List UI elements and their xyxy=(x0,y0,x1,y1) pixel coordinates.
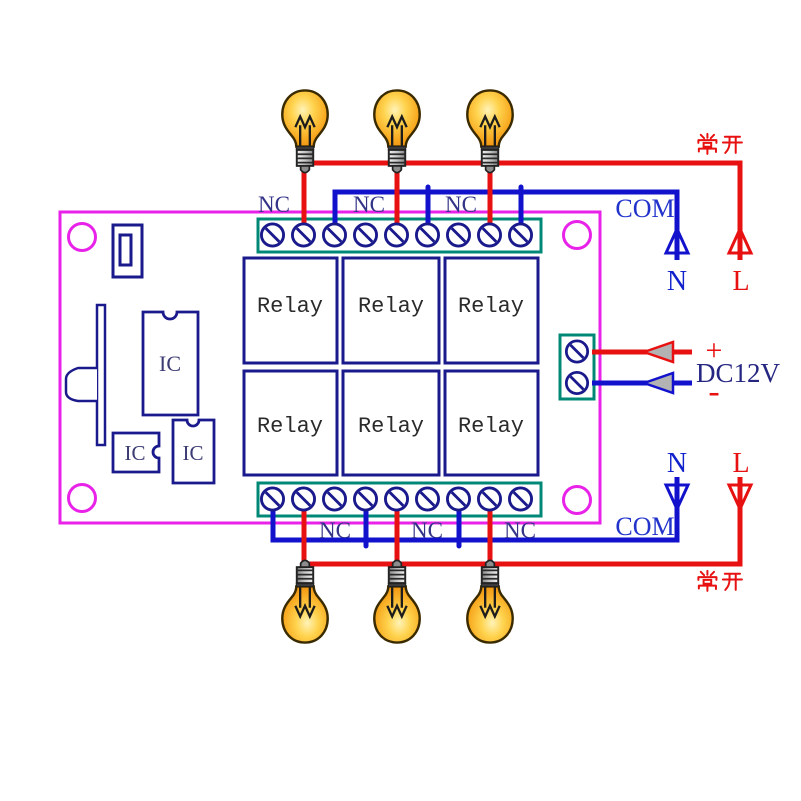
nc-label: NC xyxy=(353,192,385,217)
screw-terminal xyxy=(414,222,441,248)
screw-terminal xyxy=(507,222,534,248)
ic-chip xyxy=(171,418,216,485)
relay-grid: Relay Relay Relay Relay Relay Relay xyxy=(242,256,540,477)
screw-terminal xyxy=(352,486,379,512)
relay-label: Relay xyxy=(358,414,424,439)
dc-plus-label: + xyxy=(706,334,723,367)
dc-minus-label: - xyxy=(708,373,719,410)
mounting-hole xyxy=(562,485,592,515)
screw-terminal xyxy=(383,486,410,512)
neutral-label: N xyxy=(667,266,687,297)
mounting-hole xyxy=(67,222,97,252)
screw-terminal xyxy=(321,486,348,512)
mounting-hole xyxy=(67,483,97,513)
relay-box xyxy=(242,256,339,365)
live-arrow-icon xyxy=(726,225,754,255)
relay-label: Relay xyxy=(358,294,424,319)
relay-box xyxy=(341,256,441,365)
dc-negative-arrow-icon xyxy=(640,371,675,395)
mounting-hole xyxy=(562,220,592,250)
dc-positive-arrow-icon xyxy=(640,340,675,364)
ic-chip xyxy=(111,431,161,474)
ic-label: IC xyxy=(125,441,146,465)
relay-label: Relay xyxy=(257,414,323,439)
screw-terminal xyxy=(476,486,503,512)
relay-box xyxy=(443,369,540,477)
antenna-connector xyxy=(64,366,97,403)
screw-terminal xyxy=(383,222,410,248)
dc-screw-terminal xyxy=(564,370,590,396)
nc-label: NC xyxy=(319,518,351,543)
screw-terminal xyxy=(507,486,534,512)
screw-terminal xyxy=(476,222,503,248)
relay-box xyxy=(443,256,540,365)
live-arrow-icon xyxy=(726,483,754,513)
screw-terminal xyxy=(352,222,379,248)
neutral-label: N xyxy=(667,448,687,479)
ic-label: IC xyxy=(159,351,181,376)
dc-screw-terminal xyxy=(564,339,590,364)
screw-terminals-top xyxy=(259,222,534,248)
relay-label: Relay xyxy=(257,294,323,319)
ic-chip xyxy=(141,310,200,417)
dc12v-label: DC12V xyxy=(696,358,781,388)
com-label: COM xyxy=(615,194,674,223)
screw-terminal xyxy=(445,222,472,248)
screw-terminal xyxy=(321,222,348,248)
header-bar xyxy=(95,303,107,447)
screw-terminal xyxy=(259,486,286,512)
screw-terminal xyxy=(414,486,441,512)
normally-open-label xyxy=(697,132,743,155)
nc-label: NC xyxy=(411,518,443,543)
normally-open-label xyxy=(697,569,743,592)
live-label: L xyxy=(732,448,749,479)
relay-box xyxy=(242,369,339,477)
screw-terminals-bottom xyxy=(259,486,534,512)
relay-box xyxy=(341,369,441,477)
nc-label: NC xyxy=(258,192,290,217)
neutral-arrow-icon xyxy=(663,225,691,255)
screw-terminal xyxy=(290,222,317,248)
neutral-arrow-icon xyxy=(663,483,691,513)
screw-terminal xyxy=(445,486,472,512)
relay-label: Relay xyxy=(458,294,524,319)
screw-terminal xyxy=(259,222,286,248)
screw-terminal xyxy=(290,486,317,512)
ic-label: IC xyxy=(183,441,204,465)
live-label: L xyxy=(732,266,749,297)
jumper-connector-slot xyxy=(118,233,133,267)
nc-label: NC xyxy=(445,192,477,217)
relay-label: Relay xyxy=(458,414,524,439)
com-label: COM xyxy=(615,512,674,541)
nc-label: NC xyxy=(504,518,536,543)
